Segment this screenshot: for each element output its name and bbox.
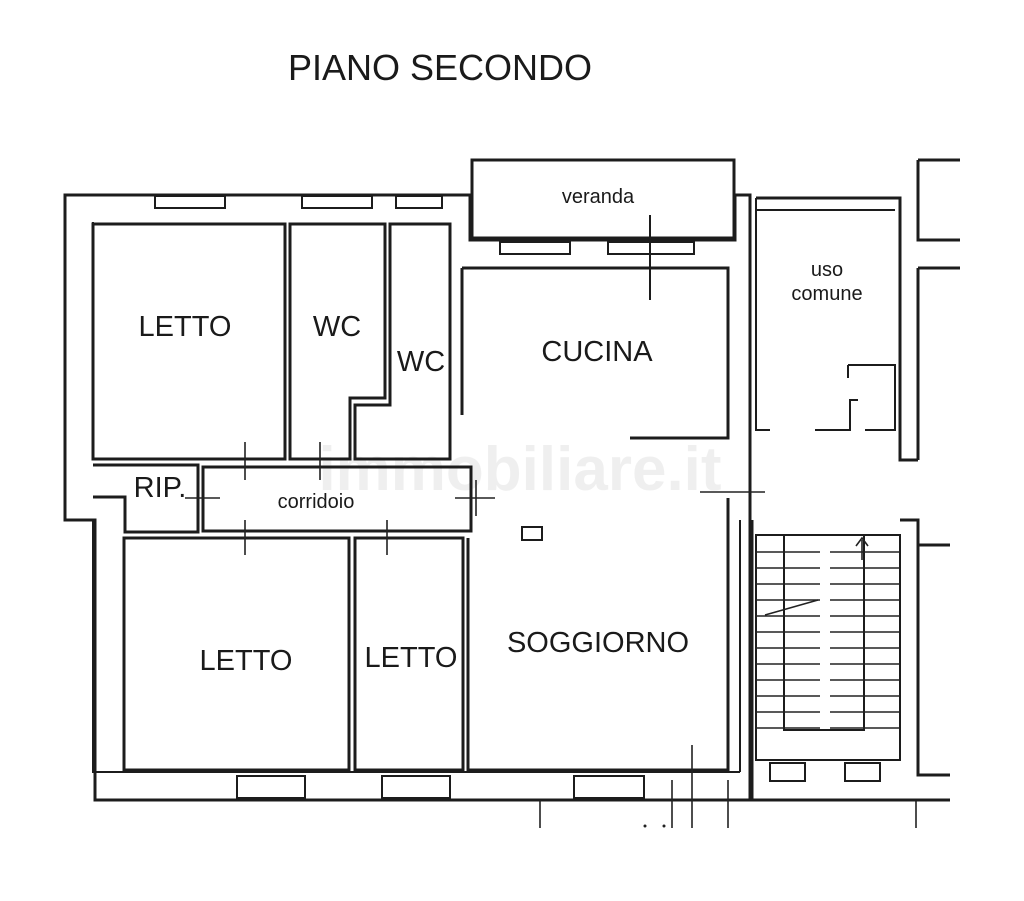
room-label-letto-top: LETTO <box>139 311 232 343</box>
room-label-wc-1: WC <box>313 311 361 343</box>
staircase <box>755 534 901 782</box>
room-label-rip: RIP. <box>134 472 187 504</box>
room-letto-bottom-left <box>122 536 351 772</box>
room-letto-bottom-mid <box>353 536 465 772</box>
room-label-veranda: veranda <box>562 186 635 208</box>
watermark: immobiliare.it <box>318 435 721 504</box>
room-letto-top <box>91 222 287 461</box>
room-label-uso-comune-1: uso <box>811 259 843 281</box>
plan-title: PIANO SECONDO <box>288 47 592 88</box>
room-label-letto-bottom-left: LETTO <box>200 645 293 677</box>
room-ripostiglio <box>93 463 200 534</box>
room-corridoio <box>201 465 473 533</box>
room-label-soggiorno: SOGGIORNO <box>507 627 689 659</box>
room-label-uso-comune-2: comune <box>791 283 862 305</box>
room-label-cucina: CUCINA <box>541 336 653 368</box>
room-label-letto-bottom-mid: LETTO <box>365 642 458 674</box>
door-marks <box>185 442 917 828</box>
room-cucina <box>460 215 730 440</box>
room-label-wc-2: WC <box>397 346 445 378</box>
common-area <box>750 158 960 802</box>
room-wc-1 <box>288 222 387 461</box>
room-wc-2 <box>353 222 452 461</box>
windows-bottom <box>236 775 645 799</box>
room-soggiorno <box>466 498 730 772</box>
room-label-corridoio: corridoio <box>278 491 355 513</box>
